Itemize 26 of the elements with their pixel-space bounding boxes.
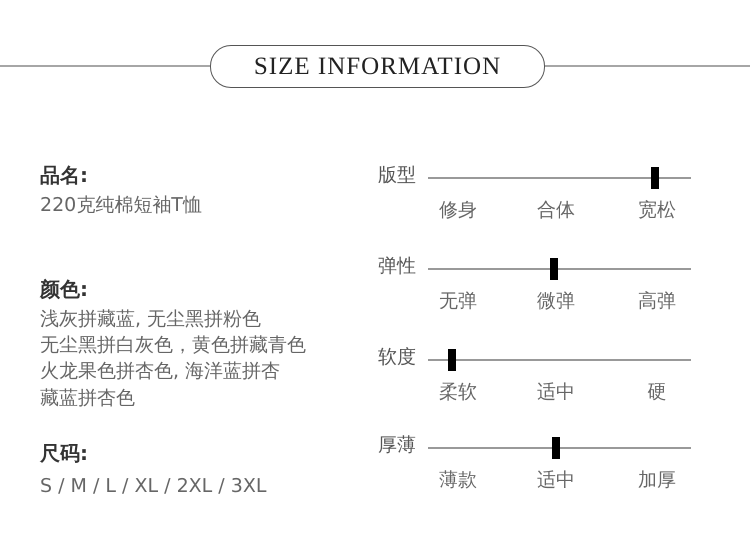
scale-option: 加厚 xyxy=(638,471,676,490)
scale-option: 适中 xyxy=(537,471,575,490)
scale-heading: 软度 xyxy=(378,348,416,367)
field-heading: 颜色: xyxy=(40,279,88,299)
scale-heading: 弹性 xyxy=(378,257,416,276)
scale-option: 高弹 xyxy=(638,292,676,311)
scale-option: 适中 xyxy=(537,383,575,402)
scale-option: 硬 xyxy=(648,383,666,402)
size-list: S / M / L / XL / 2XL / 3XL xyxy=(40,477,266,496)
title: SIZE INFORMATION xyxy=(254,52,502,80)
scale-option: 宽松 xyxy=(638,201,676,220)
scale-option: 无弹 xyxy=(439,292,477,311)
color-option-line: 浅灰拼藏蓝, 无尘黑拼粉色 xyxy=(40,310,262,329)
scale-option: 柔软 xyxy=(439,383,477,402)
scale-option: 薄款 xyxy=(439,471,477,490)
color-option-line: 藏蓝拼杏色 xyxy=(40,389,135,408)
scale-heading: 厚薄 xyxy=(378,436,416,455)
field-value: 220克纯棉短袖T恤 xyxy=(40,196,202,215)
field-heading: 品名: xyxy=(40,165,88,185)
scale-option: 微弹 xyxy=(537,292,575,311)
field-heading: 尺码: xyxy=(40,443,88,463)
color-option-line: 无尘黑拼白灰色，黄色拼藏青色 xyxy=(40,336,306,355)
scale-heading: 版型 xyxy=(378,166,416,185)
color-option-line: 火龙果色拼杏色, 海洋蓝拼杏 xyxy=(40,362,280,381)
scale-option: 合体 xyxy=(537,201,575,220)
scale-option: 修身 xyxy=(439,201,477,220)
